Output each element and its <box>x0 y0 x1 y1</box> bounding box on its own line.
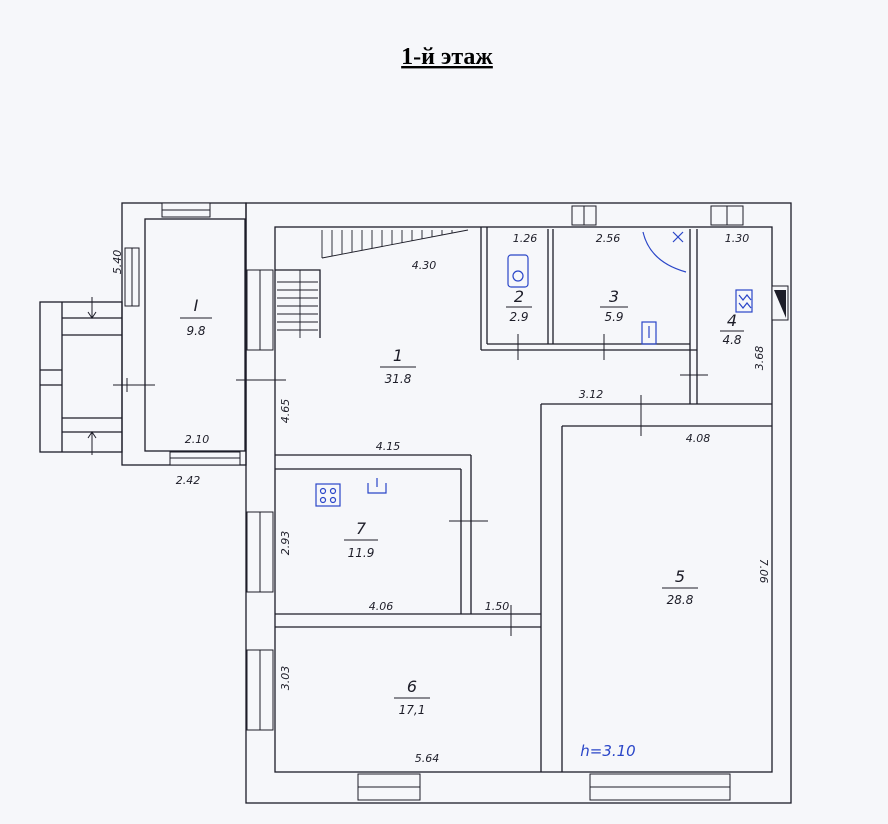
dimension-label: 5.40 <box>111 250 124 275</box>
dimension-label: 2.10 <box>185 433 210 446</box>
dimension-label: 3.12 <box>579 388 604 401</box>
room-number: 1 <box>393 346 403 365</box>
room-area: 4.8 <box>722 333 741 347</box>
room-number: I <box>194 296 199 315</box>
room-number: 6 <box>407 677 417 696</box>
dimension-label: 1.30 <box>725 232 750 245</box>
ceiling-height-note: h=3.10 <box>580 742 635 760</box>
dimension-label: 2.93 <box>279 531 292 556</box>
bath-arc-icon <box>642 231 687 273</box>
room-number: 3 <box>609 287 619 306</box>
dimension-label: 2.56 <box>596 232 621 245</box>
dimension-label: 4.65 <box>279 399 292 424</box>
windows <box>124 202 789 801</box>
dimension-label: 4.30 <box>412 259 437 272</box>
sink-icon <box>367 483 387 494</box>
shower-icon <box>641 321 657 345</box>
room-area: 2.9 <box>509 310 528 324</box>
boiler-icon <box>735 289 753 313</box>
fixtures <box>315 231 753 507</box>
dimension-labels: 5.40 2.10 2.42 4.30 1.26 2.56 1.30 3.68 … <box>111 232 770 765</box>
entrance-arrows <box>87 297 97 455</box>
dimension-label: 1.26 <box>513 232 538 245</box>
room-number: 7 <box>356 519 367 538</box>
dimension-label: 4.06 <box>369 600 394 613</box>
plan-title: 1-й этаж <box>401 44 493 70</box>
room-area: 5.9 <box>604 310 623 324</box>
room-area: 31.8 <box>385 372 412 386</box>
dimension-label: 7.06 <box>757 559 770 584</box>
toilet-icon <box>507 254 529 288</box>
dimension-label: 2.42 <box>176 474 201 487</box>
room-area: 28.8 <box>667 593 694 607</box>
room-area: 17,1 <box>399 703 426 717</box>
room-labels: I 9.8 1 31.8 2 2.9 3 5.9 4 4.8 5 28.8 6 … <box>180 287 744 717</box>
dimension-label: 3.68 <box>753 346 766 371</box>
stove-icon <box>315 483 341 507</box>
dimension-label: 1.50 <box>485 600 510 613</box>
room-area: 11.9 <box>348 546 375 560</box>
staircase <box>277 229 469 338</box>
dimension-label: 5.64 <box>415 752 440 765</box>
room-number: 2 <box>514 287 524 306</box>
room-number: 5 <box>675 567 685 586</box>
room-number: 4 <box>727 311 737 330</box>
door-marks <box>113 334 708 636</box>
dimension-label: 4.15 <box>376 440 401 453</box>
dimension-label: 4.08 <box>686 432 711 445</box>
room-area: 9.8 <box>186 324 205 338</box>
dimension-label: 3.03 <box>279 666 292 691</box>
meter-icon <box>774 290 786 318</box>
